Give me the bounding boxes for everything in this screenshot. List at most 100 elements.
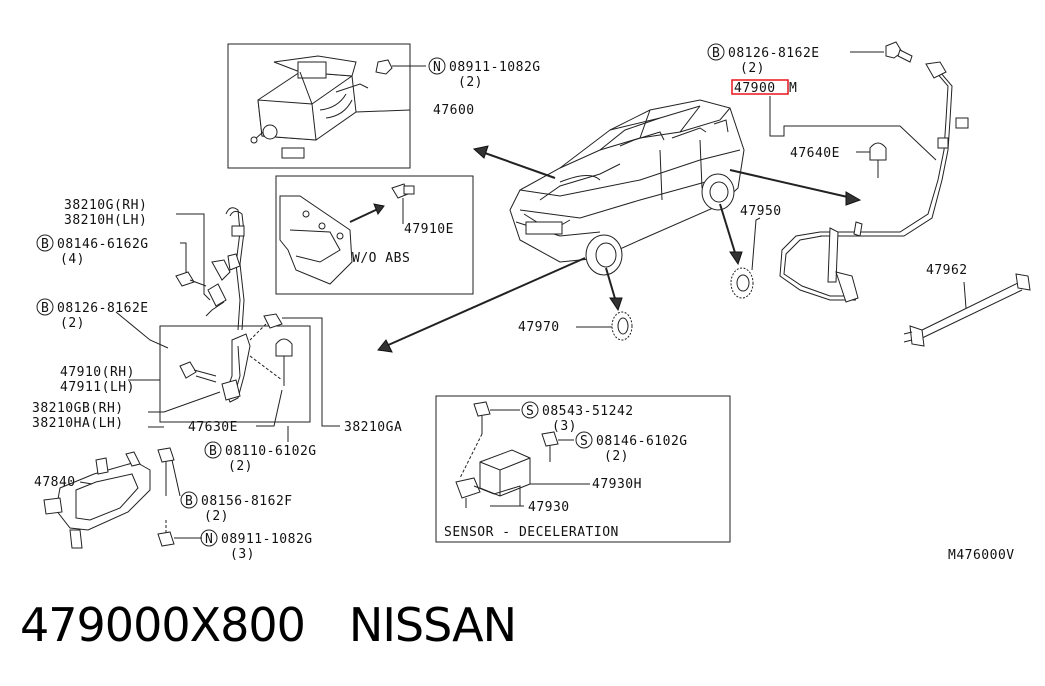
label-08156: 08156-8162F (201, 494, 293, 509)
label-47930: 47930 (528, 500, 570, 515)
leader-47630e (256, 389, 283, 427)
leader-47840 (79, 481, 93, 485)
label-47930h: 47930H (592, 477, 642, 492)
bolt-08156 (157, 447, 175, 496)
highlight-47900 (731, 79, 789, 95)
label-qty-08126-top: (2) (740, 61, 765, 76)
symbol-b-08110 (204, 441, 222, 459)
nut-08911-top (375, 59, 426, 75)
label-38210gb: 38210GB(RH) (32, 401, 124, 416)
label-47640e: 47640E (790, 146, 840, 161)
symbol-n-top-letter: N (433, 60, 441, 75)
symbol-s-08543-letter: S (526, 404, 534, 419)
label-47910e: 47910E (404, 222, 454, 237)
label-38210ga: 38210GA (344, 420, 402, 435)
diagram-code: M476000V (948, 548, 1015, 563)
symbol-b-top-right-letter: B (712, 46, 720, 61)
label-qty-08911-bottom: (3) (230, 547, 255, 562)
label-08110: 08110-6102G (225, 444, 317, 459)
symbol-s-08146-right (575, 431, 593, 449)
leader-08146-left (180, 242, 187, 274)
bolt-08146-left (175, 271, 207, 287)
leader-47962 (963, 281, 967, 309)
leader-08126-left (115, 311, 169, 349)
symbol-b-left-2 (36, 298, 54, 316)
leader-47900 (769, 96, 937, 161)
actuator-box (227, 43, 411, 169)
symbol-n-top (428, 57, 446, 75)
symbol-b-left-1-letter: B (41, 237, 49, 252)
label-47910: 47910(RH) (60, 365, 135, 380)
bracket-47840 (43, 451, 151, 549)
pointer-arrows (377, 145, 862, 353)
rear-wheel (701, 173, 735, 211)
leader-38210gb (148, 391, 221, 413)
label-08126-left: 08126-8162E (57, 301, 149, 316)
label-47911: 47911(LH) (60, 380, 135, 395)
leader-38210ga (282, 317, 340, 427)
front-sensor-drawing (179, 313, 293, 403)
label-08911-top: 08911-1082G (449, 60, 541, 75)
symbol-s-08146-right-letter: S (580, 434, 588, 449)
label-47600: 47600 (433, 103, 475, 118)
symbol-n-bottom (200, 529, 218, 547)
symbol-b-top-right (707, 43, 725, 61)
bolt-47640e (869, 142, 887, 178)
tone-ring-47970 (611, 311, 633, 341)
symbol-s-08543 (521, 401, 539, 419)
wo-abs-box (275, 175, 474, 295)
brand-name: NISSAN (348, 598, 517, 652)
label-38210ha: 38210HA(LH) (32, 416, 124, 431)
label-wo-abs: W/O ABS (352, 251, 410, 266)
symbol-b-left-1 (36, 234, 54, 252)
label-qty-08126-left: (2) (60, 316, 85, 331)
label-08146-right: 08146-6102G (596, 434, 688, 449)
bolt-47910e (391, 183, 415, 224)
front-sensor-box (159, 325, 311, 423)
symbol-b-08110-letter: B (209, 444, 217, 459)
front-sensor-harness (205, 207, 245, 331)
bolt-08146-right (541, 431, 574, 462)
label-qty-08110: (2) (228, 459, 253, 474)
label-qty-08911-top: (2) (458, 75, 483, 90)
label-08543: 08543-51242 (542, 404, 634, 419)
label-47962: 47962 (926, 263, 968, 278)
caption-sensor-deceleration: SENSOR - DECELERATION (444, 525, 619, 540)
part-number: 479000X800 (20, 598, 306, 652)
label-qty-08543: (3) (552, 419, 577, 434)
tone-ring-47950 (730, 267, 754, 299)
bolt-08126-top (885, 41, 913, 63)
label-47900-suffix: M (789, 81, 797, 96)
label-38210h: 38210H(LH) (64, 213, 147, 228)
label-qty-08146-right: (2) (604, 449, 629, 464)
label-08911-bottom: 08911-1082G (221, 532, 313, 547)
label-47630e: 47630E (188, 420, 238, 435)
label-47950: 47950 (740, 204, 782, 219)
label-qty-08156: (2) (204, 509, 229, 524)
label-38210g: 38210G(RH) (64, 198, 147, 213)
symbol-n-bottom-letter: N (205, 532, 213, 547)
symbol-b-08156 (180, 491, 198, 509)
leader-08156 (171, 459, 181, 497)
vehicle-drawing (509, 99, 745, 263)
symbol-b-left-2-letter: B (41, 301, 49, 316)
decel-sensor-drawing (455, 433, 531, 508)
front-wheel (585, 234, 623, 276)
abs-actuator-drawing (250, 55, 411, 159)
label-08146-left: 08146-6162G (57, 237, 149, 252)
label-08126-top: 08126-8162E (728, 46, 820, 61)
rear-sensor-harness (779, 61, 969, 303)
label-47900: 47900 (734, 81, 776, 96)
label-47970: 47970 (518, 320, 560, 335)
symbol-b-08156-letter: B (185, 494, 193, 509)
bolt-08543 (473, 401, 520, 434)
label-47840: 47840 (34, 475, 76, 490)
nut-08911-bottom (157, 520, 175, 547)
wo-abs-bracket-drawing (279, 195, 385, 285)
decel-sensor-box (435, 395, 731, 543)
leader-47950 (751, 217, 761, 271)
footer-caption: 479000X800 NISSAN (20, 598, 560, 652)
tube-47962 (903, 273, 1031, 347)
leader-38210g (176, 213, 211, 301)
